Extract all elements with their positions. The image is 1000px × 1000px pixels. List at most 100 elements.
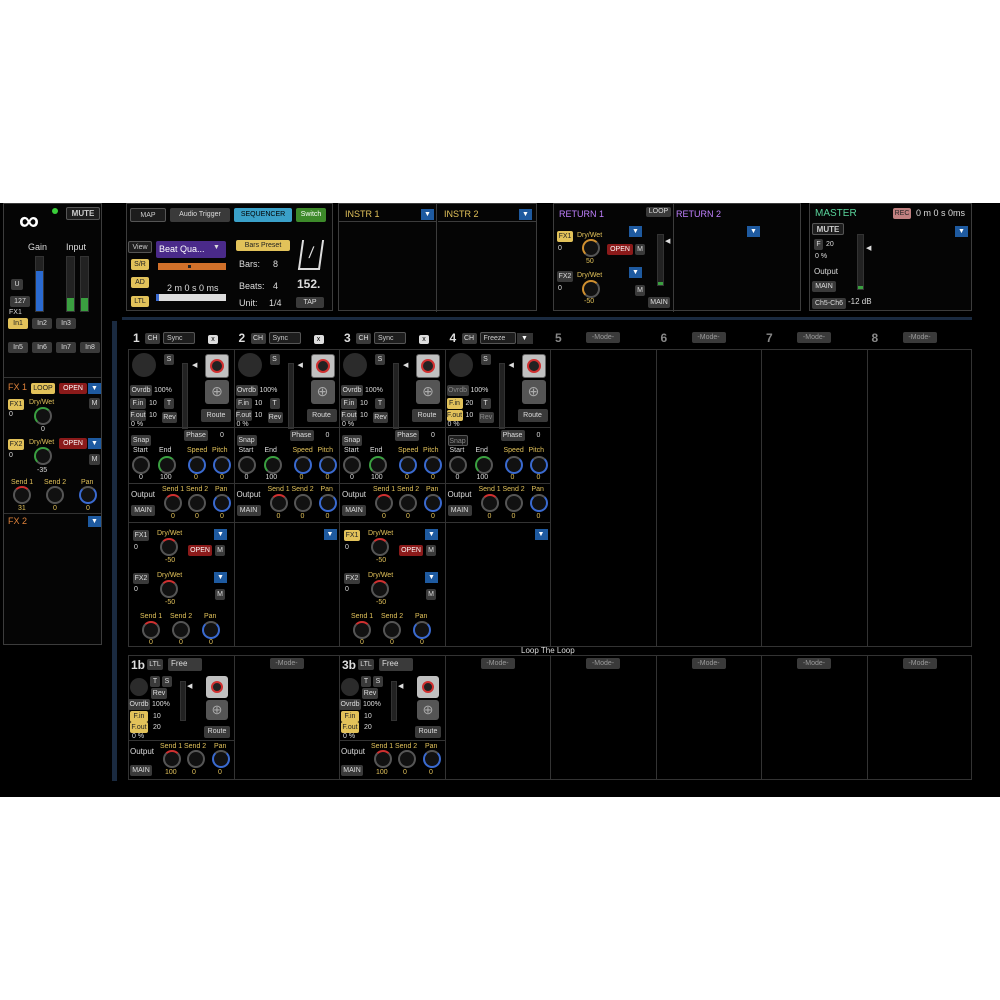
- track-mode-select[interactable]: Sync: [374, 332, 406, 344]
- loop-ltl-button[interactable]: LTL: [147, 659, 163, 670]
- view-button[interactable]: View: [128, 241, 152, 253]
- track-fout-button[interactable]: F.out: [130, 410, 146, 421]
- track-fx-pan-knob[interactable]: [413, 621, 431, 639]
- track-add-button[interactable]: [205, 380, 229, 404]
- loop-mode-select[interactable]: -Mode-: [586, 658, 620, 669]
- track-snap-button[interactable]: Snap: [131, 435, 151, 446]
- slot1-button[interactable]: FX1: [8, 399, 24, 410]
- loop-volume-arrow-icon[interactable]: ◀: [398, 683, 404, 690]
- return-fx1-button[interactable]: FX1: [557, 231, 573, 242]
- track-record-indicator[interactable]: [237, 353, 262, 377]
- loop-fout-value[interactable]: 20: [153, 724, 161, 731]
- bpm-value[interactable]: 152.: [297, 277, 321, 291]
- track-speed-knob[interactable]: [293, 456, 312, 474]
- loop-fin-value[interactable]: 10: [153, 713, 161, 720]
- track-phase-value[interactable]: 0: [536, 432, 541, 439]
- track-main-button[interactable]: MAIN: [131, 505, 155, 516]
- track-phase-button[interactable]: Phase: [500, 430, 525, 441]
- track-phase-value[interactable]: 0: [325, 432, 330, 439]
- return-m2-button[interactable]: M: [635, 285, 645, 296]
- track-fin-value[interactable]: 10: [149, 400, 157, 407]
- loop-pan-knob[interactable]: [423, 750, 441, 768]
- drywet-knob[interactable]: [34, 407, 52, 425]
- loop-ovrdb-button[interactable]: Ovrdb: [128, 699, 150, 710]
- track-fx-pan-knob[interactable]: [202, 621, 220, 639]
- track-s-button[interactable]: S: [164, 354, 174, 365]
- master-f-value[interactable]: 20: [826, 241, 834, 248]
- loop-main-button[interactable]: MAIN: [130, 765, 152, 776]
- loop-route-button[interactable]: Route: [204, 726, 230, 738]
- track-main-button[interactable]: MAIN: [342, 505, 366, 516]
- track-start-knob[interactable]: [132, 456, 150, 474]
- instr2-dropdown-icon[interactable]: ▼: [519, 209, 532, 220]
- return-fx1-dropdown-icon[interactable]: ▼: [629, 226, 642, 237]
- track-pan-knob[interactable]: [213, 494, 231, 512]
- track-t-button[interactable]: T: [164, 398, 174, 409]
- rec-button[interactable]: REC: [893, 208, 911, 219]
- track-ch-button[interactable]: CH: [145, 333, 160, 344]
- instr1-dropdown-icon[interactable]: ▼: [421, 209, 434, 220]
- loop-record-indicator[interactable]: [130, 678, 148, 696]
- track-route-button[interactable]: Route: [306, 409, 337, 422]
- track-fx1-button[interactable]: FX1: [133, 530, 149, 541]
- track-volume-arrow-icon[interactable]: ◀: [508, 362, 514, 369]
- loop-rev-button[interactable]: Rev: [362, 688, 378, 699]
- send2-knob[interactable]: [46, 486, 64, 504]
- track-fin-value[interactable]: 20: [465, 400, 474, 407]
- track-fx-dropdown-icon[interactable]: ▼: [323, 529, 337, 540]
- track-fout-value[interactable]: 10: [360, 412, 368, 419]
- input-5-button[interactable]: In5: [8, 342, 28, 353]
- loop-volume-arrow-icon[interactable]: ◀: [187, 683, 193, 690]
- metronome-icon[interactable]: /: [297, 240, 325, 270]
- track-fout-button[interactable]: F.out: [446, 410, 463, 421]
- loop-fout-value[interactable]: 20: [364, 724, 372, 731]
- fx2-title-dropdown-icon[interactable]: ▼: [88, 516, 101, 527]
- track-m-button[interactable]: M: [215, 545, 225, 556]
- track-start-knob[interactable]: [237, 456, 256, 474]
- loop-send1-knob[interactable]: [163, 750, 181, 768]
- track-ovrdb-button[interactable]: Ovrdb: [341, 385, 363, 396]
- loop-button[interactable]: LOOP: [31, 383, 55, 394]
- track-pitch-knob[interactable]: [318, 456, 337, 474]
- track-send2-knob[interactable]: [293, 494, 312, 512]
- track-pitch-knob[interactable]: [424, 456, 442, 474]
- track-snap-button[interactable]: Snap: [447, 435, 468, 446]
- track-end-knob[interactable]: [263, 456, 282, 474]
- master-channel-button[interactable]: Ch5-Ch6: [812, 298, 846, 309]
- fx1-dropdown-icon[interactable]: ▼: [88, 383, 101, 394]
- master-f-button[interactable]: F: [814, 239, 823, 250]
- track-send1-knob[interactable]: [480, 494, 499, 512]
- input-7-button[interactable]: In7: [56, 342, 76, 353]
- loop-fin-value[interactable]: 10: [364, 713, 372, 720]
- return-m-button[interactable]: M: [635, 244, 645, 255]
- track-m-button[interactable]: M: [426, 545, 436, 556]
- u-button[interactable]: U: [11, 279, 23, 290]
- loop-t-button[interactable]: T: [361, 676, 371, 687]
- loop-s-button[interactable]: S: [373, 676, 383, 687]
- track-main-button[interactable]: MAIN: [447, 505, 472, 516]
- loop-mode-select[interactable]: -Mode-: [480, 658, 515, 669]
- track-close-button[interactable]: x: [208, 335, 218, 344]
- track-fx1-dropdown-icon[interactable]: ▼: [214, 529, 227, 540]
- track-fout-button[interactable]: F.out: [235, 410, 252, 421]
- track-percent[interactable]: 0 %: [236, 421, 249, 428]
- track-end-knob[interactable]: [158, 456, 176, 474]
- input-3-button[interactable]: In3: [56, 318, 76, 329]
- track-mode-select[interactable]: Freeze: [479, 332, 516, 344]
- loop-send1-knob[interactable]: [374, 750, 392, 768]
- track-fx-send1-knob[interactable]: [142, 621, 160, 639]
- track-speed-knob[interactable]: [188, 456, 206, 474]
- return-open-button[interactable]: OPEN: [607, 244, 633, 255]
- track-drywet-knob[interactable]: [371, 538, 389, 556]
- tab-sequencer[interactable]: SEQUENCER: [234, 208, 292, 222]
- track-close-button[interactable]: x: [419, 335, 429, 344]
- mute-button[interactable]: MUTE: [66, 207, 100, 220]
- tab-map[interactable]: MAP: [130, 208, 166, 222]
- fx2-open-button[interactable]: OPEN: [59, 438, 87, 449]
- return-fader-arrow-icon[interactable]: ◀: [665, 238, 671, 245]
- loop-record-indicator[interactable]: [341, 678, 359, 696]
- unit-value[interactable]: 1/4: [269, 298, 282, 308]
- track-fout-value[interactable]: 10: [465, 412, 474, 419]
- input-8-button[interactable]: In8: [80, 342, 100, 353]
- track-fx-dropdown-icon[interactable]: ▼: [534, 529, 548, 540]
